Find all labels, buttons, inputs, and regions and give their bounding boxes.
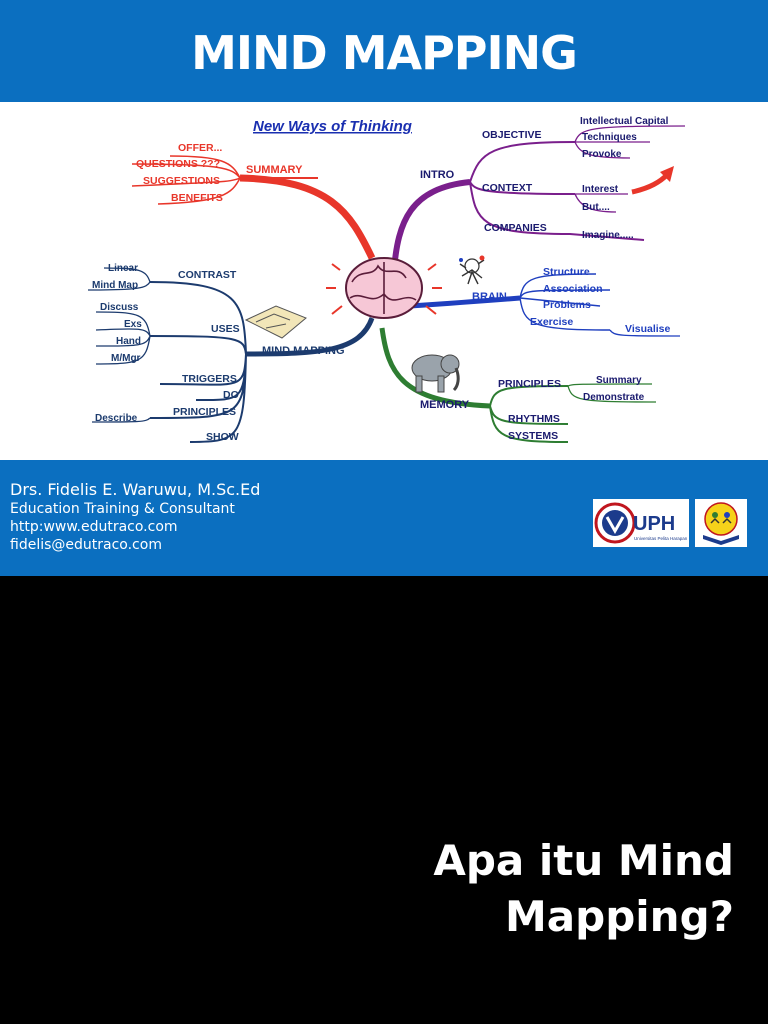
brain-item-exercise: Exercise [530,316,573,328]
edutraco-logo [695,499,747,547]
memory-item-rhythms: RHYTHMS [508,413,560,425]
left-item-do: DO [223,389,239,401]
objective-item-capital: Intellectual Capital [580,116,669,127]
map-sketch-icon [244,305,307,339]
intro-label: INTRO [420,169,455,181]
author-name: Drs. Fidelis E. Waruwu, M.Sc.Ed [10,480,261,499]
summary-item-benefits: BENEFITS [171,192,223,204]
uses-label: USES [211,323,240,335]
uses-item-exs: Exs [124,319,142,330]
center-left-branch [245,317,375,357]
arrow-icon [631,172,670,195]
contrast-label: CONTRAST [178,269,237,281]
uph-logo: UPH Universitas Pelita Harapan [593,499,689,547]
figure-icon [459,255,485,285]
elephant-icon [411,354,460,393]
principles-item-summary: Summary [596,375,642,386]
slide-question: Apa itu Mind Mapping? [433,836,734,941]
context-label: CONTEXT [482,182,533,194]
summary-item-offer: OFFER... [178,142,222,154]
mind-map-diagram: New Ways of Thinking SUMMARY OFFER... QU… [87,116,686,443]
author-website: http:www.edutraco.com [10,519,178,535]
author-email: fidelis@edutraco.com [10,537,162,553]
intro-main-branch [391,179,471,271]
contrast-item-linear: Linear [108,263,138,274]
memory-label: MEMORY [420,399,470,411]
companies-label: COMPANIES [484,222,547,234]
objective-item-provoke: Provoke [582,149,622,160]
brain-item-association: Association [543,283,603,295]
context-item-interest: Interest [582,184,619,195]
arrow-head-icon [660,166,674,182]
summary-label: SUMMARY [246,164,303,176]
uph-logo-text: UPH [633,513,675,535]
author-bar: Drs. Fidelis E. Waruwu, M.Sc.Ed Educatio… [0,460,768,576]
brain-item-visualise: Visualise [625,323,670,335]
summary-sub-branches [131,155,241,205]
objective-item-techniques: Techniques [582,132,637,143]
memory-main-branch [379,327,491,409]
uses-item-hand: Hand [116,336,141,347]
memory-item-systems: SYSTEMS [508,430,558,442]
brain-main-branch [409,295,521,309]
title-bar: MIND MAPPING [0,0,768,102]
uph-logo-subtitle: Universitas Pelita Harapan [634,536,688,541]
uses-item-discuss: Discuss [100,302,139,313]
center-label: MIND MAPPING [262,345,345,357]
left-item-principles: PRINCIPLES [173,406,236,418]
context-item-but: But.... [582,202,610,213]
mind-map-image: New Ways of Thinking SUMMARY OFFER... QU… [0,102,768,460]
left-item-show: SHOW [206,431,239,443]
mind-map-heading: New Ways of Thinking [253,118,412,135]
left-item-describe: Describe [95,413,138,424]
principles-label: PRINCIPLES [498,378,561,390]
brain-icon [326,257,442,319]
summary-item-questions: QUESTIONS ??? [136,158,220,170]
slide-title: MIND MAPPING [191,26,578,80]
summary-main-branch [239,174,376,260]
brain-item-structure: Structure [543,266,590,278]
left-item-triggers: TRIGGERS [182,373,237,385]
principles-item-demonstrate: Demonstrate [583,392,645,403]
brain-label: BRAIN [472,291,507,303]
author-role: Education Training & Consultant [10,501,235,517]
uses-item-mmgr: M/Mgr [111,353,141,364]
objective-label: OBJECTIVE [482,129,542,141]
brain-item-problems: Problems [543,299,591,311]
contrast-item-mindmap: Mind Map [92,280,138,291]
companies-item-imagine: Imagine..... [582,230,634,241]
summary-item-suggestions: SUGGESTIONS [143,175,220,187]
